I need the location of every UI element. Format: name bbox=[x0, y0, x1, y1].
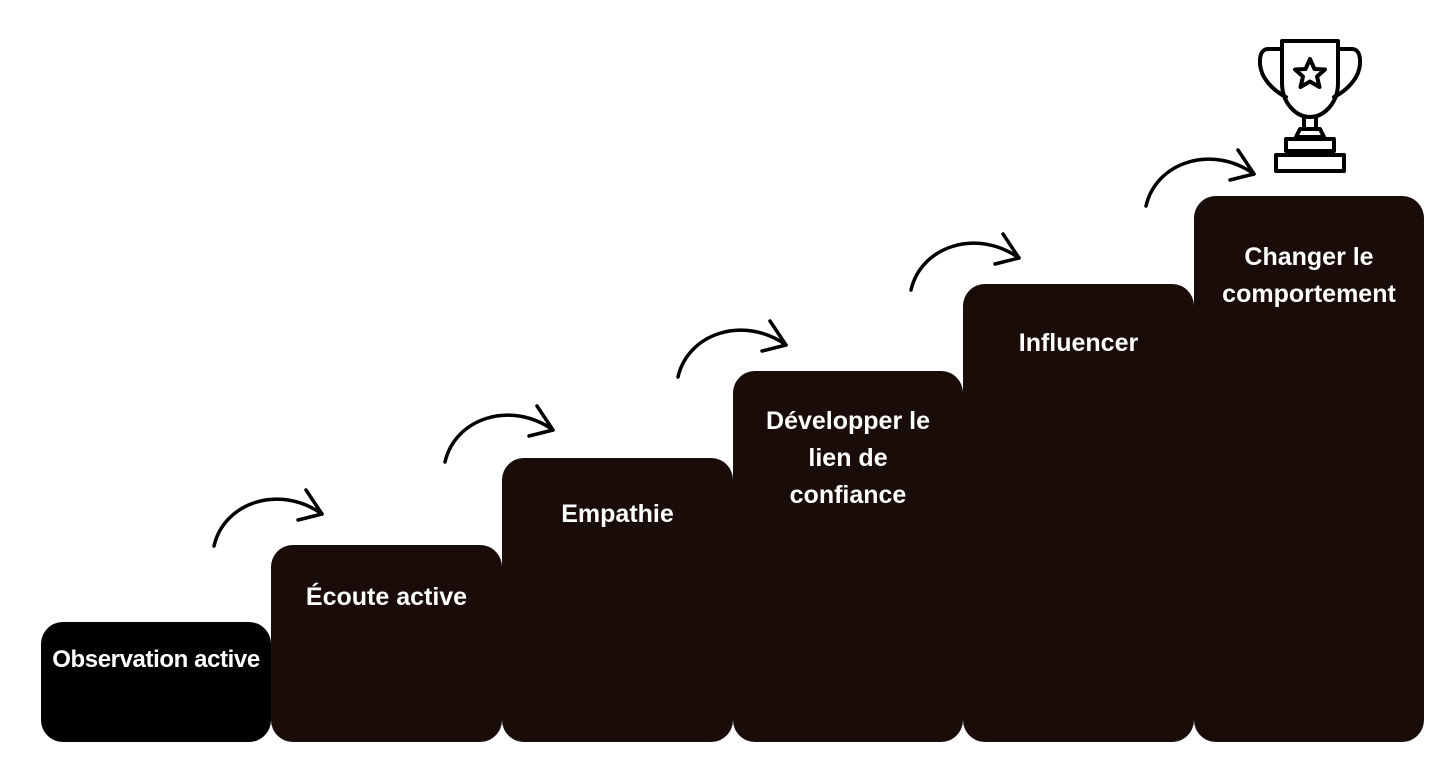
step-developper-lien-de-confiance: Développer le lien de confiance bbox=[733, 371, 963, 742]
step-empathie: Empathie bbox=[502, 458, 733, 742]
step-label: Écoute active bbox=[305, 583, 468, 611]
step-label: Changer le comportement bbox=[1222, 243, 1396, 308]
step-label: Développer le lien de confiance bbox=[766, 407, 930, 509]
curved-arrow-icon bbox=[1144, 148, 1256, 208]
step-observation-active: Observation active bbox=[41, 622, 271, 742]
step-influencer: Influencer bbox=[963, 284, 1194, 742]
curved-arrow-icon bbox=[909, 232, 1021, 292]
step-label: Influencer bbox=[1018, 329, 1139, 357]
trophy-icon bbox=[1258, 39, 1362, 173]
step-ecoute-active: Écoute active bbox=[271, 545, 502, 742]
curved-arrow-icon bbox=[212, 488, 324, 548]
step-label: Empathie bbox=[561, 500, 674, 528]
step-label: Observation active bbox=[52, 646, 260, 673]
step-changer-le-comportement: Changer le comportement bbox=[1194, 196, 1424, 742]
curved-arrow-icon bbox=[676, 319, 788, 379]
curved-arrow-icon bbox=[443, 404, 555, 464]
